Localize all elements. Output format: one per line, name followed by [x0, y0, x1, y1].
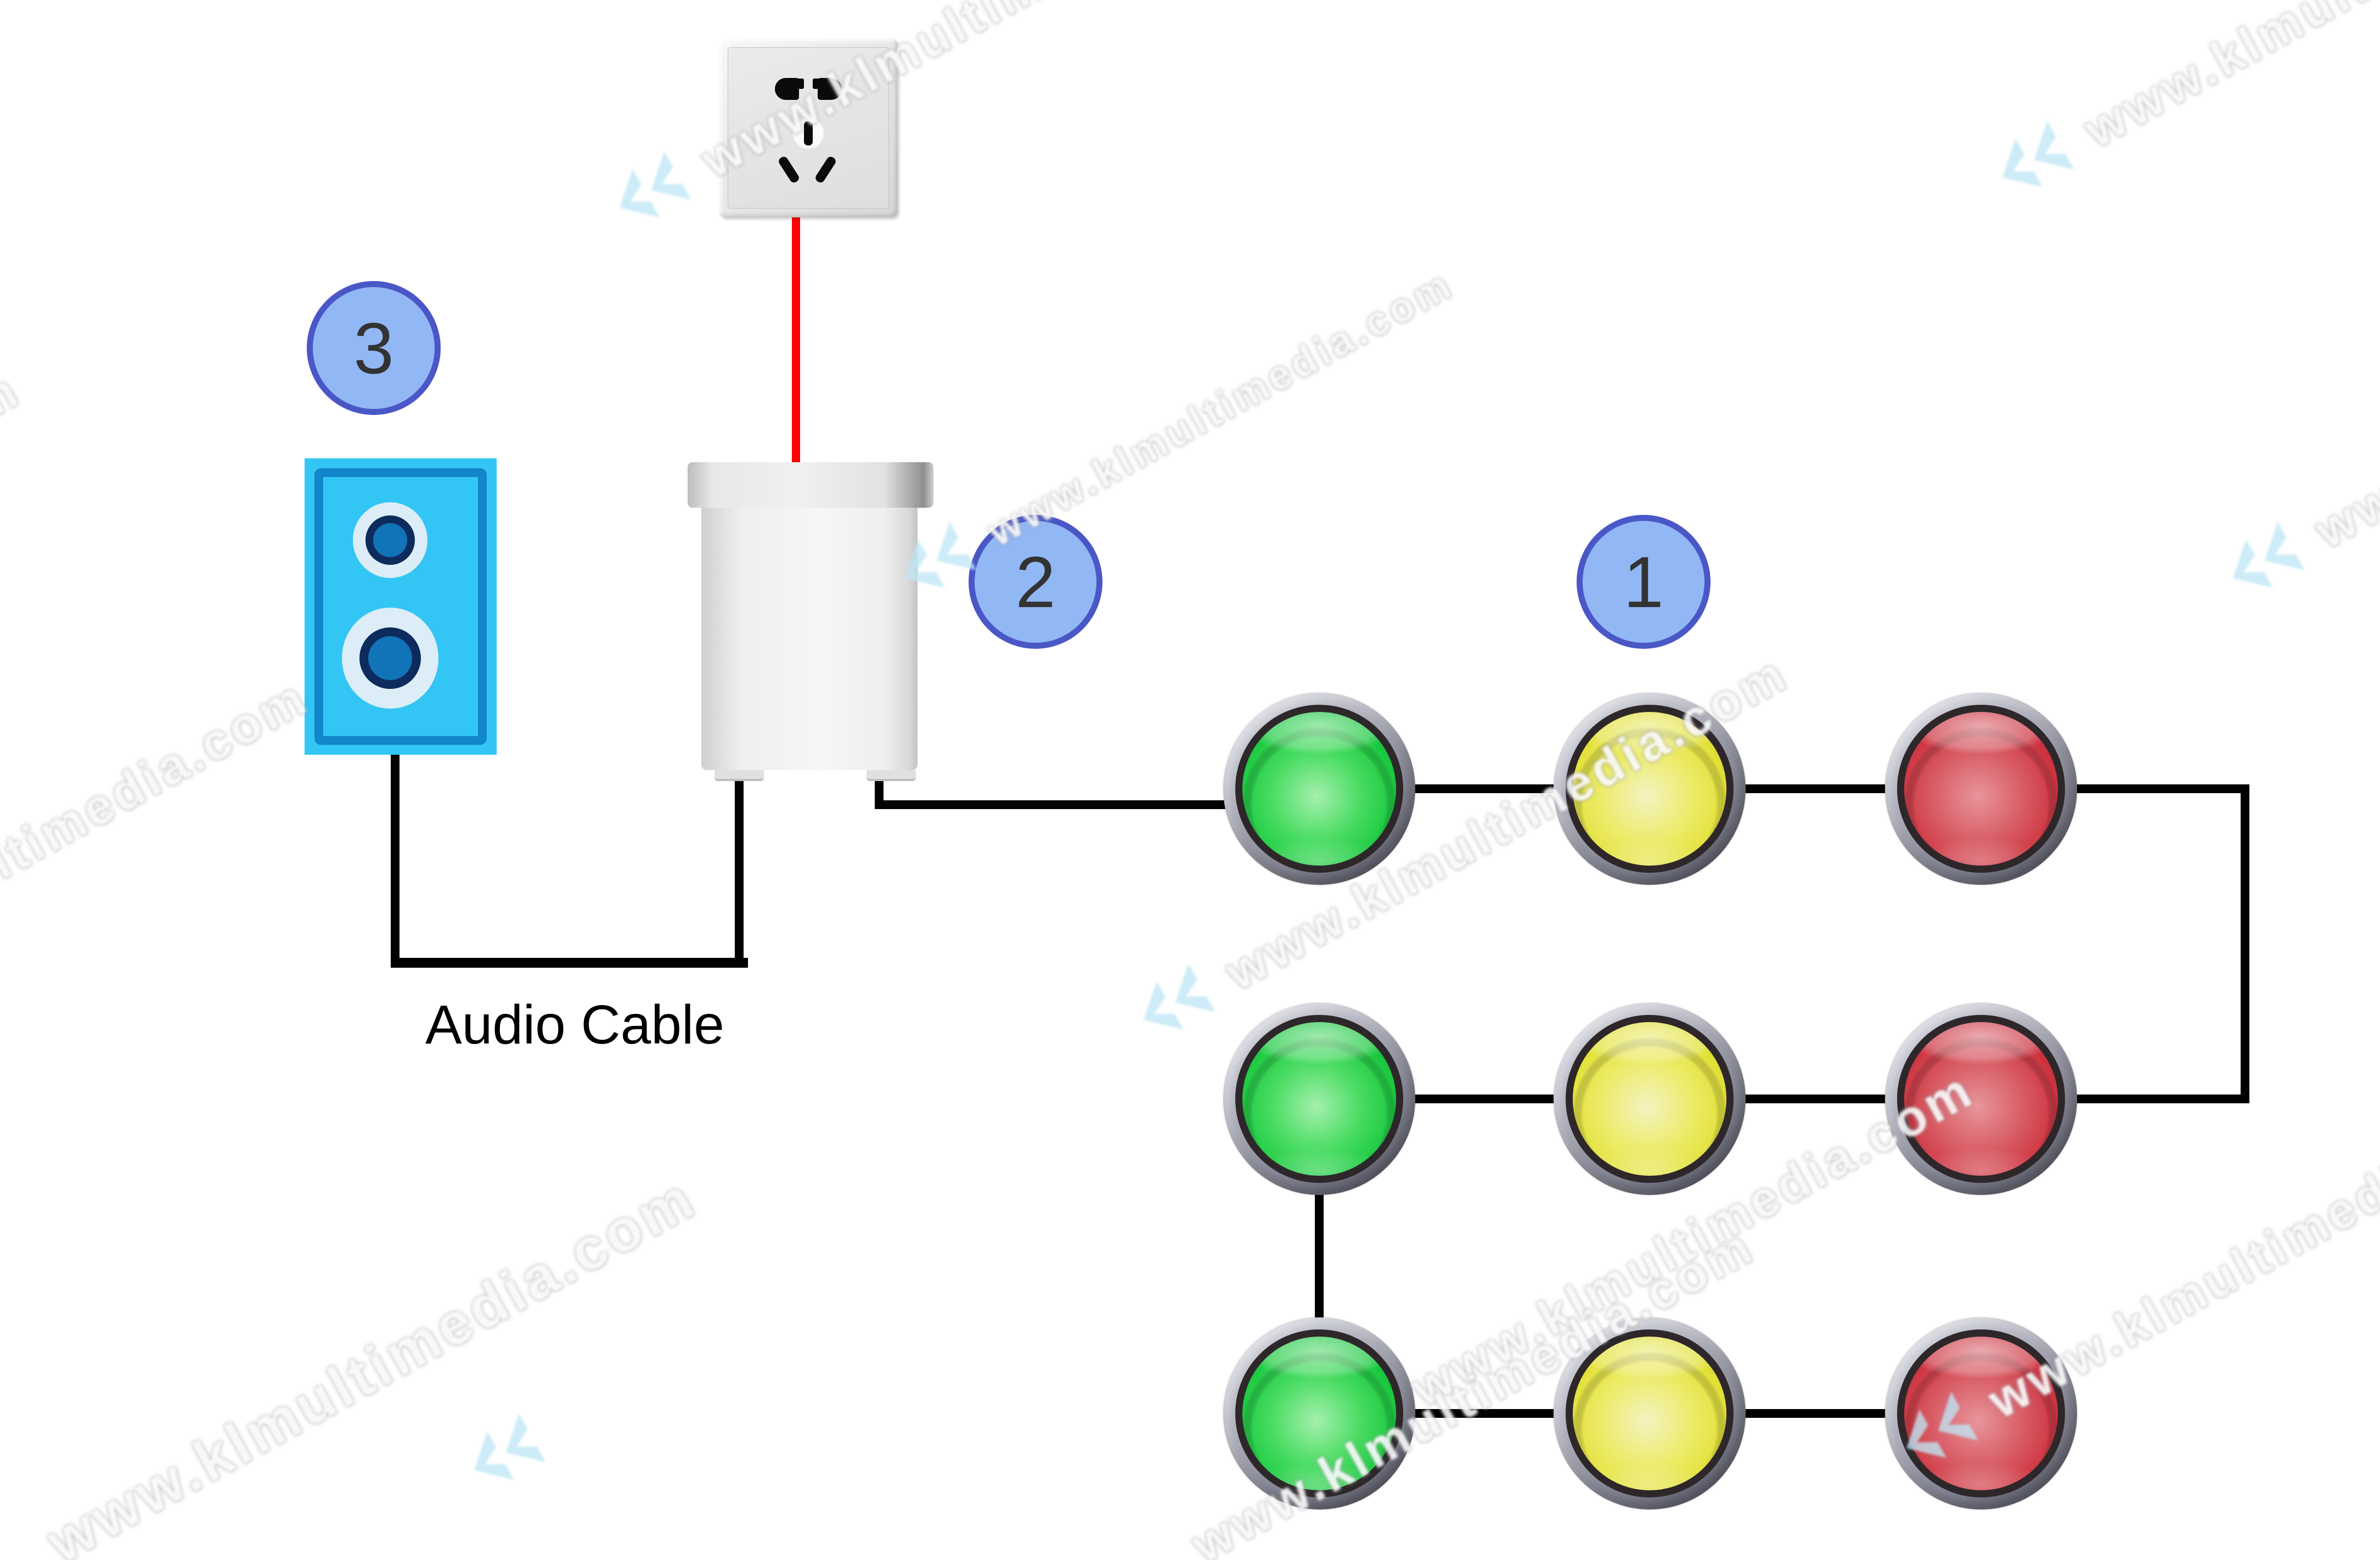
socket-slot-diagonal-left-icon — [777, 155, 801, 184]
wire-r2-green-yellow — [1399, 1095, 1570, 1103]
wire-audio-up — [735, 779, 744, 968]
watermark-text: www.klmultimedia.com — [980, 260, 1461, 555]
wire-adapter-to-grid — [875, 800, 1259, 809]
watermark-text: www.klmultimedia.com — [0, 669, 318, 1025]
wire-r3-yellow-red — [1729, 1409, 1901, 1418]
callout-3-number: 3 — [353, 307, 394, 389]
arcade-button-yellow-row2 — [1554, 1003, 1746, 1195]
wire-r2-to-r3 — [1315, 1175, 1324, 1339]
watermark: www.klmultimedia.com — [36, 1163, 707, 1560]
wire-r1-yellow-red — [1729, 784, 1901, 793]
arcade-button-green-row3 — [1223, 1317, 1415, 1510]
arcade-button-red-row2 — [1885, 1003, 2077, 1195]
callout-3: 3 — [307, 281, 441, 415]
socket-slot-top-right-icon — [813, 78, 842, 100]
socket-slot-center-icon — [792, 117, 824, 149]
callout-1: 1 — [1577, 515, 1711, 649]
watermark: www.klmultimedia.com — [1980, 0, 2380, 216]
kl-logo-icon — [1144, 963, 1216, 1030]
power-adapter-cap — [688, 462, 933, 508]
wall-socket-face — [728, 47, 889, 209]
power-cable — [792, 216, 800, 464]
socket-slot-diagonal-right-icon — [814, 155, 837, 184]
arcade-button-red-row3 — [1885, 1317, 2077, 1510]
socket-slot-top-left-icon — [775, 78, 804, 100]
arcade-button-green-row1 — [1223, 693, 1415, 885]
callout-1-number: 1 — [1623, 541, 1664, 622]
watermark: www.klmultimedia.com — [882, 249, 1467, 617]
power-adapter-body — [701, 508, 918, 770]
kl-logo-icon — [474, 1413, 546, 1480]
speaker-port-bottom-icon — [342, 608, 438, 709]
wire-r1-green-yellow — [1399, 784, 1570, 793]
wire-audio-bottom — [391, 958, 748, 968]
arcade-button-yellow-row3 — [1554, 1317, 1746, 1510]
watermark: www.klmultimedia.com — [0, 361, 30, 718]
wire-right-vertical — [2241, 784, 2249, 1103]
kl-logo-icon — [2002, 121, 2074, 187]
kl-logo-icon — [620, 151, 691, 217]
wire-r3-green-yellow — [1399, 1409, 1570, 1418]
watermark-text: www.klmultimedia.com — [36, 1163, 707, 1560]
speaker-trim — [314, 468, 487, 745]
watermark: www.klmultimedia.com — [0, 668, 318, 1025]
callout-2: 2 — [969, 515, 1102, 649]
watermark-text: www.klmultimedia.com — [2075, 0, 2380, 159]
wire-r1-red-right — [2061, 784, 2249, 793]
callout-2-number: 2 — [1015, 541, 1056, 622]
kl-logo-icon — [2233, 521, 2305, 588]
wire-r2-red-right — [2061, 1095, 2249, 1103]
arcade-button-red-row1 — [1885, 693, 2077, 885]
watermark: www.klmultimedia.com — [2210, 196, 2380, 617]
watermark: www.klmultimedia.com — [597, 0, 1277, 246]
power-adapter-pin-left — [714, 770, 764, 781]
watermark-text: www.klmultimedia.com — [0, 361, 30, 717]
watermark — [452, 1404, 561, 1509]
wire-r2-yellow-red — [1729, 1095, 1901, 1103]
speaker — [305, 458, 497, 755]
watermark-text: www.klmultimedia.com — [2305, 203, 2380, 559]
wire-speaker-down — [391, 747, 400, 968]
arcade-button-green-row2 — [1223, 1003, 1415, 1195]
audio-cable-label: Audio Cable — [425, 994, 724, 1056]
arcade-button-yellow-row1 — [1554, 693, 1746, 885]
power-adapter-pin-right — [867, 770, 916, 781]
wall-socket — [719, 38, 898, 217]
speaker-port-top-icon — [353, 502, 427, 578]
